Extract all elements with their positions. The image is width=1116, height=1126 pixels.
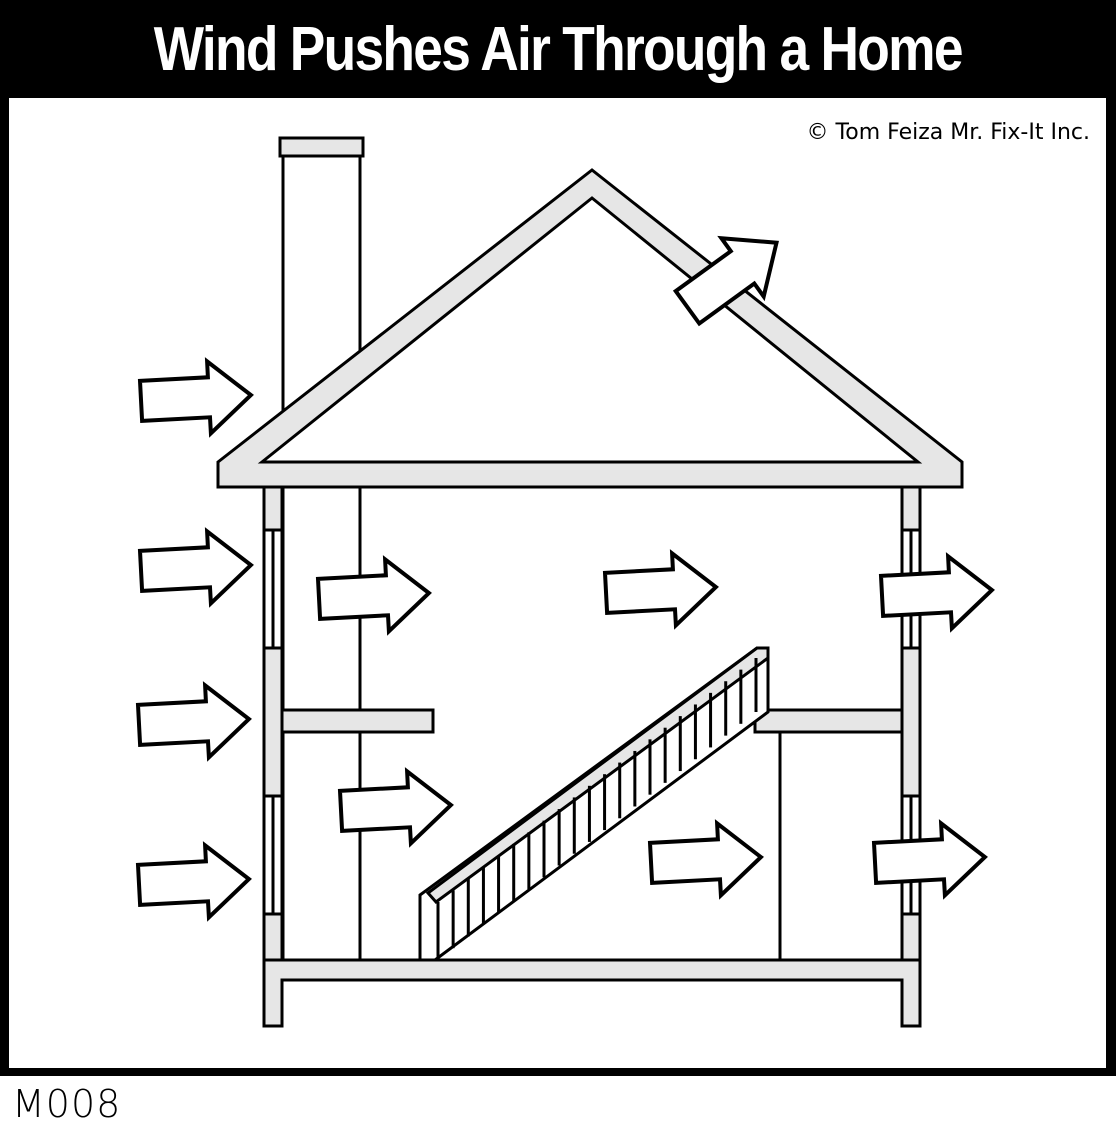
wind-arrow (602, 549, 719, 630)
stair-balusters (436, 658, 758, 960)
ground-floor (262, 958, 922, 1028)
wind-arrow (137, 357, 254, 438)
second-floor-left (280, 708, 435, 734)
chimney (281, 154, 362, 962)
figure-code: M008 (12, 1082, 122, 1126)
attic-space (257, 196, 923, 464)
wind-arrow (647, 819, 764, 900)
wind-arrow (878, 552, 995, 633)
wind-arrow (135, 841, 252, 922)
wind-arrow (137, 527, 254, 608)
diagram-title: Wind Pushes Air Through a Home (153, 14, 964, 84)
wind-arrow (871, 819, 988, 900)
staircase (418, 646, 770, 962)
handrail (425, 646, 770, 905)
wind-arrow (135, 681, 252, 762)
title-bar: Wind Pushes Air Through a Home (0, 0, 1116, 98)
wind-arrow (672, 235, 779, 327)
copyright-notice: © Tom Feiza Mr. Fix-It Inc. (806, 120, 1090, 145)
second-floor-right (753, 708, 904, 734)
chimney-cap (278, 136, 365, 158)
wind-arrow (315, 555, 432, 636)
wind-arrow (337, 767, 454, 848)
wind-arrows (135, 235, 995, 922)
